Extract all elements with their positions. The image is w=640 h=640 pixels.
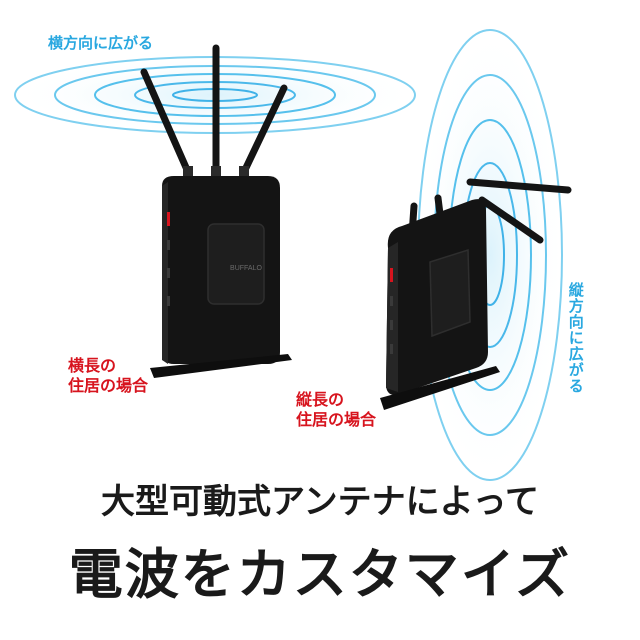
antenna-back-mid — [478, 196, 544, 244]
router-stand — [150, 354, 292, 378]
vertical-residence-line-2: 住居の場合 — [296, 410, 377, 429]
headline-line-1: 大型可動式アンテナによって — [101, 482, 539, 522]
headline-line-2: 電波をカスタマイズ — [68, 543, 572, 606]
front-panel-right — [429, 248, 471, 338]
horizontal-residence-line-2: 住居の場合 — [68, 376, 149, 395]
horizontal-residence-line-1: 横長の — [68, 356, 117, 375]
vertical-residence-line-1: 縦長の — [296, 390, 345, 409]
vertical-residence-label: 縦長の 住居の場合 — [296, 390, 376, 430]
status-led-right — [390, 268, 393, 282]
antenna-center — [211, 44, 221, 180]
horizontal-spread-label: 横方向に広がる — [48, 34, 154, 52]
router-horizontal-setup: BUFFALO — [140, 44, 292, 378]
vertical-spread-label: 縦方向に広がる — [566, 282, 585, 394]
antenna-back-top — [466, 178, 572, 194]
horizontal-residence-label: 横長の 住居の場合 — [68, 356, 148, 396]
front-panel — [207, 223, 265, 305]
router-vertical-setup — [380, 178, 572, 410]
status-led — [167, 212, 170, 226]
buffalo-logo: BUFFALO — [230, 265, 262, 272]
router-stand-right — [380, 366, 500, 410]
antenna-right — [239, 84, 288, 180]
antenna-left — [140, 68, 193, 180]
